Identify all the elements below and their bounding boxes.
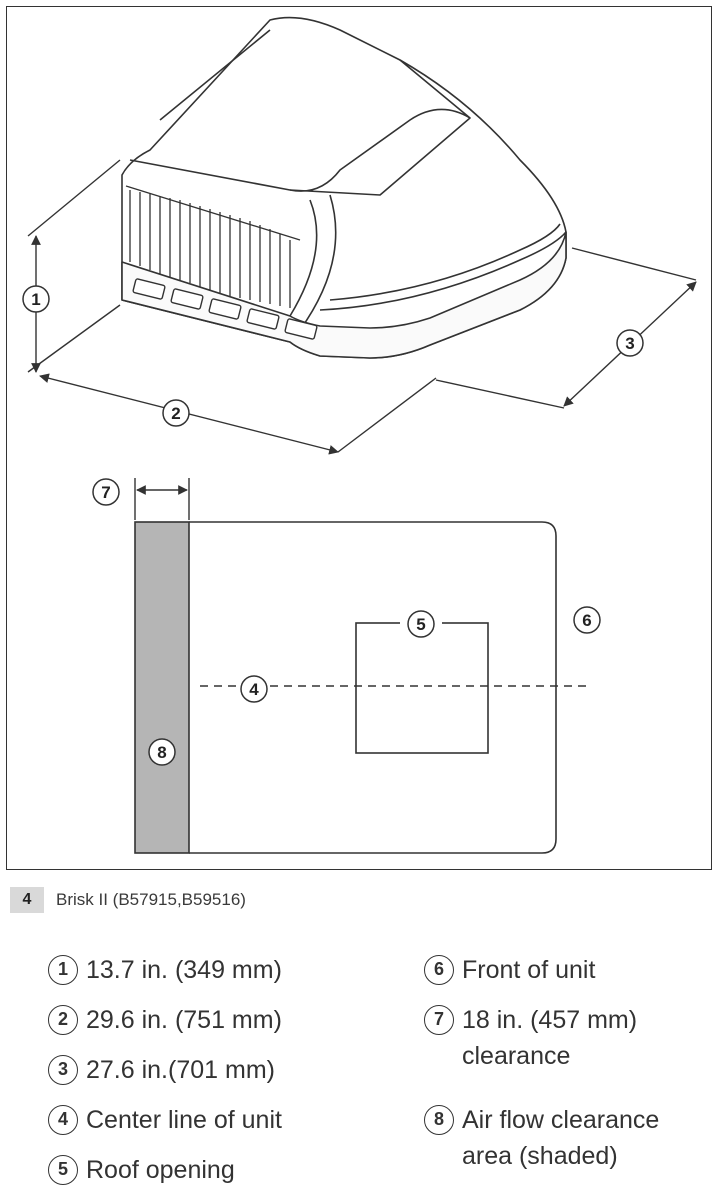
diagram: 1 2 3 4 5 6 7 8 xyxy=(22,16,697,854)
legend-item-4: 4 Center line of unit xyxy=(48,1102,282,1138)
callout-5: 5 xyxy=(400,610,442,638)
legend-number: 2 xyxy=(48,1005,78,1035)
legend-text: Front of unit xyxy=(462,956,596,984)
ac-unit-vent-slots xyxy=(132,278,318,340)
callout-3: 3 xyxy=(616,329,644,357)
legend-text: 13.7 in. (349 mm) xyxy=(86,956,282,984)
legend-text: 18 in. (457 mm) clearance xyxy=(462,1006,638,1070)
ac-unit-rim-2 xyxy=(329,223,561,301)
svg-text:8: 8 xyxy=(157,743,166,762)
legend-number: 7 xyxy=(424,1005,454,1035)
callout-7: 7 xyxy=(92,478,120,506)
unit-footprint xyxy=(189,521,557,854)
legend-item-1: 1 13.7 in. (349 mm) xyxy=(48,952,282,988)
legend-item-2: 2 29.6 in. (751 mm) xyxy=(48,1002,282,1038)
legend-item-6: 6 Front of unit xyxy=(424,952,595,988)
svg-text:5: 5 xyxy=(416,615,425,634)
legend-text: Air flow clearance area (shaded) xyxy=(462,1106,660,1170)
ac-unit-side-curve xyxy=(289,194,337,331)
ac-unit-louvers xyxy=(125,185,301,308)
callout-markers: 1 2 3 4 5 6 7 8 xyxy=(22,285,644,766)
figure-number: 4 xyxy=(10,887,44,913)
svg-text:1: 1 xyxy=(31,290,40,309)
ac-unit-drawing xyxy=(121,16,567,359)
callout-1: 1 xyxy=(22,285,50,313)
figure-caption-row: 4 Brisk II (B57915,B59516) xyxy=(10,887,246,913)
svg-text:4: 4 xyxy=(249,680,259,699)
ac-unit-rim xyxy=(319,231,567,311)
svg-text:3: 3 xyxy=(625,334,634,353)
legend-item-3: 3 27.6 in.(701 mm) xyxy=(48,1052,275,1088)
legend-text: Roof opening xyxy=(86,1156,235,1184)
legend-number: 1 xyxy=(48,955,78,985)
legend-item-5: 5 Roof opening xyxy=(48,1152,235,1188)
legend-item-7: 7 18 in. (457 mm) clearance xyxy=(424,1002,637,1074)
callout-6: 6 xyxy=(573,606,601,634)
legend-number: 4 xyxy=(48,1105,78,1135)
airflow-clearance-area xyxy=(134,521,190,854)
plan-view xyxy=(134,521,590,854)
callout-8: 8 xyxy=(148,738,176,766)
legend-text: 27.6 in.(701 mm) xyxy=(86,1056,275,1084)
svg-text:2: 2 xyxy=(171,404,180,423)
legend-number: 6 xyxy=(424,955,454,985)
legend-number: 8 xyxy=(424,1105,454,1135)
svg-text:7: 7 xyxy=(101,483,110,502)
svg-text:6: 6 xyxy=(582,611,591,630)
callout-4: 4 xyxy=(240,675,268,703)
legend-text: Center line of unit xyxy=(86,1106,282,1134)
legend-text: 29.6 in. (751 mm) xyxy=(86,1006,282,1034)
ac-unit-base xyxy=(121,231,567,359)
ac-unit-top-panel xyxy=(159,29,471,196)
legend-number: 5 xyxy=(48,1155,78,1185)
legend-number: 3 xyxy=(48,1055,78,1085)
figure-caption: Brisk II (B57915,B59516) xyxy=(56,890,246,909)
callout-2: 2 xyxy=(162,399,190,427)
legend-item-8: 8 Air flow clearance area (shaded) xyxy=(424,1102,659,1174)
roof-opening-outline xyxy=(355,622,489,754)
